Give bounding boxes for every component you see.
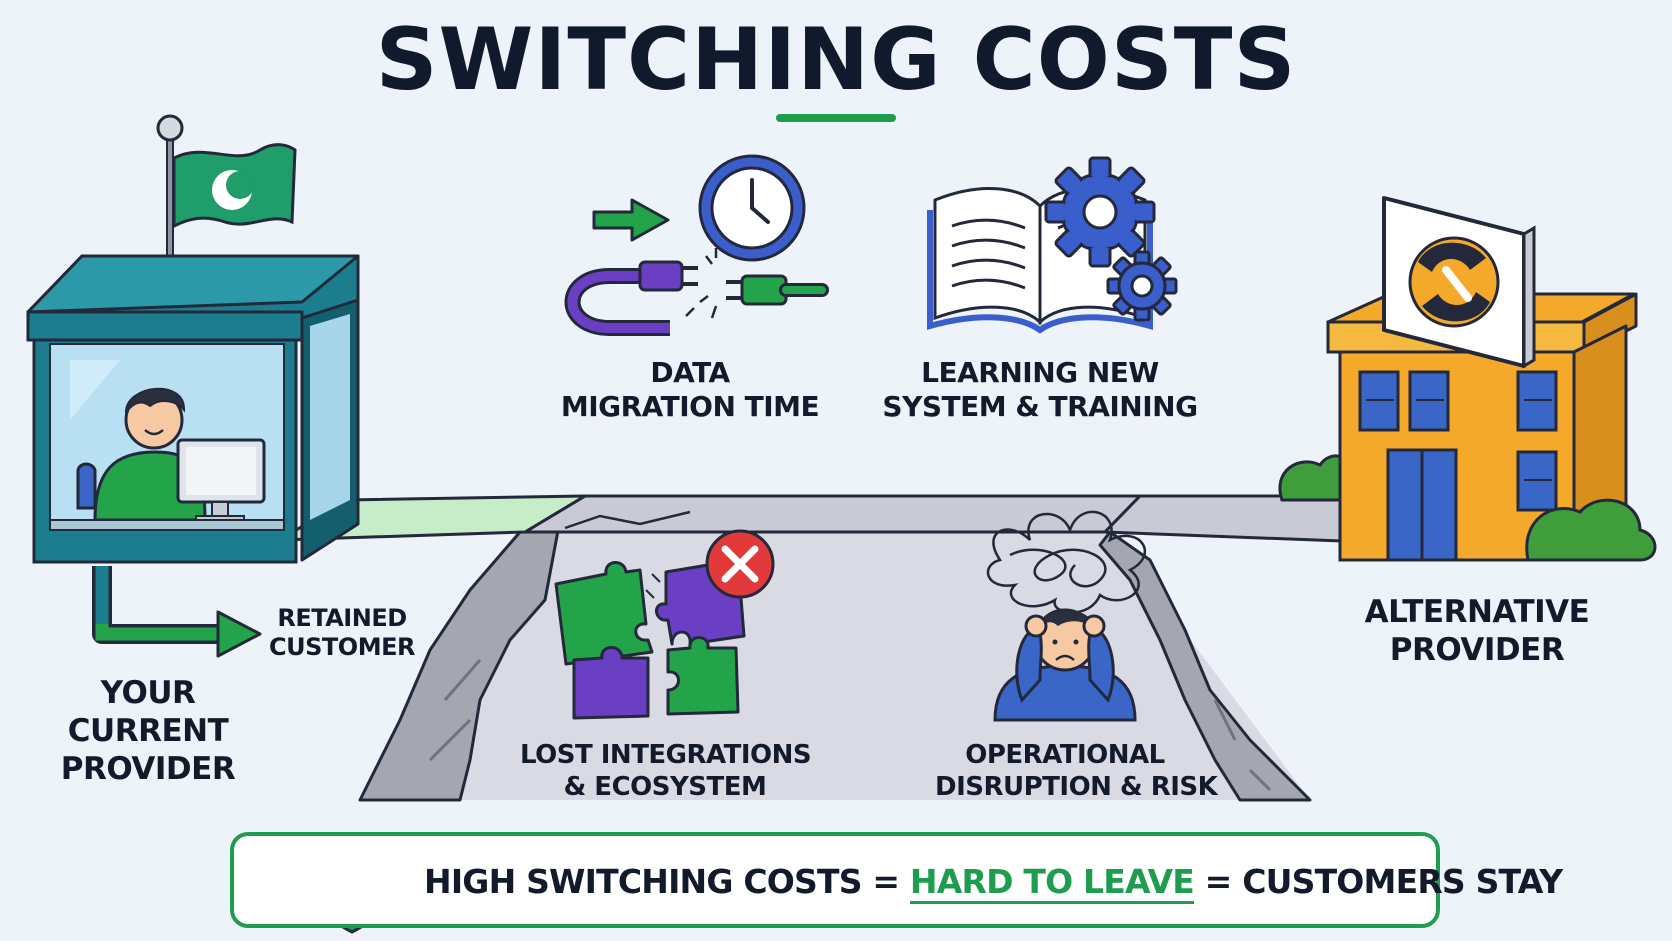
current-provider-line3: PROVIDER	[60, 750, 236, 787]
lost-integrations-label: LOST INTEGRATIONS & ECOSYSTEM	[520, 740, 812, 803]
close-icon	[705, 529, 775, 599]
page-title: SWITCHING COSTS	[375, 10, 1297, 110]
lost-integrations-line1: LOST INTEGRATIONS	[520, 740, 812, 770]
alternative-provider-line2: PROVIDER	[1389, 631, 1565, 668]
learning-label-line1: LEARNING NEW	[921, 356, 1159, 389]
retained-customer-label: RETAINED CUSTOMER	[262, 604, 422, 663]
stress-person-icon	[986, 510, 1147, 722]
summary-text-part1: HIGH SWITCHING COSTS =	[424, 862, 910, 901]
current-provider-booth	[26, 114, 360, 564]
gear-icon	[1044, 156, 1156, 268]
operational-line1: OPERATIONAL	[965, 740, 1165, 770]
alternative-provider-line1: ALTERNATIVE	[1364, 594, 1590, 630]
current-provider-label: YOUR CURRENT PROVIDER	[48, 675, 248, 788]
retained-arrow	[92, 566, 262, 658]
left-cliff	[358, 518, 562, 802]
data-migration-label: DATA MIGRATION TIME	[560, 356, 820, 424]
current-provider-line2: CURRENT	[67, 712, 229, 749]
data-migration-label-line2: MIGRATION TIME	[560, 390, 820, 424]
lost-integrations-line2: & ECOSYSTEM	[563, 771, 767, 802]
puzzle-icon	[666, 636, 740, 716]
current-provider-line1: YOUR	[100, 675, 196, 711]
gear-icon	[1106, 250, 1178, 322]
arrow-right-icon	[592, 198, 670, 242]
learning-icons	[927, 156, 1178, 334]
summary-text-part2: = CUSTOMERS STAY	[1193, 862, 1564, 901]
operational-label: OPERATIONAL DISRUPTION & RISK	[935, 740, 1218, 803]
arrow-right-icon	[216, 610, 262, 658]
data-migration-label-line1: DATA	[650, 356, 730, 389]
summary-highlight: HARD TO LEAVE	[909, 862, 1195, 904]
right-cliff	[1098, 530, 1312, 802]
learning-label-line2: SYSTEM & TRAINING	[882, 390, 1198, 424]
chasm-crack	[564, 510, 691, 530]
puzzle-icons	[554, 529, 775, 720]
learning-label: LEARNING NEW SYSTEM & TRAINING	[880, 356, 1200, 424]
retained-label-line2: CUSTOMER	[269, 633, 415, 662]
alternative-provider-label: ALTERNATIVE PROVIDER	[1352, 594, 1602, 670]
title-underline	[776, 114, 896, 122]
puzzle-icon	[554, 561, 654, 666]
building-icon	[1278, 196, 1657, 562]
operational-line2: DISRUPTION & RISK	[935, 771, 1218, 802]
summary-text: HIGH SWITCHING COSTS = HARD TO LEAVE = C…	[424, 862, 1564, 904]
clock-icon	[698, 154, 806, 262]
summary-banner: HIGH SWITCHING COSTS = HARD TO LEAVE = C…	[230, 832, 1563, 928]
data-migration-icons	[564, 154, 829, 336]
puzzle-icon	[572, 646, 650, 720]
plug-icon	[564, 248, 829, 336]
retained-label-line1: RETAINED	[277, 604, 407, 632]
logo-sign-icon	[1382, 196, 1536, 369]
